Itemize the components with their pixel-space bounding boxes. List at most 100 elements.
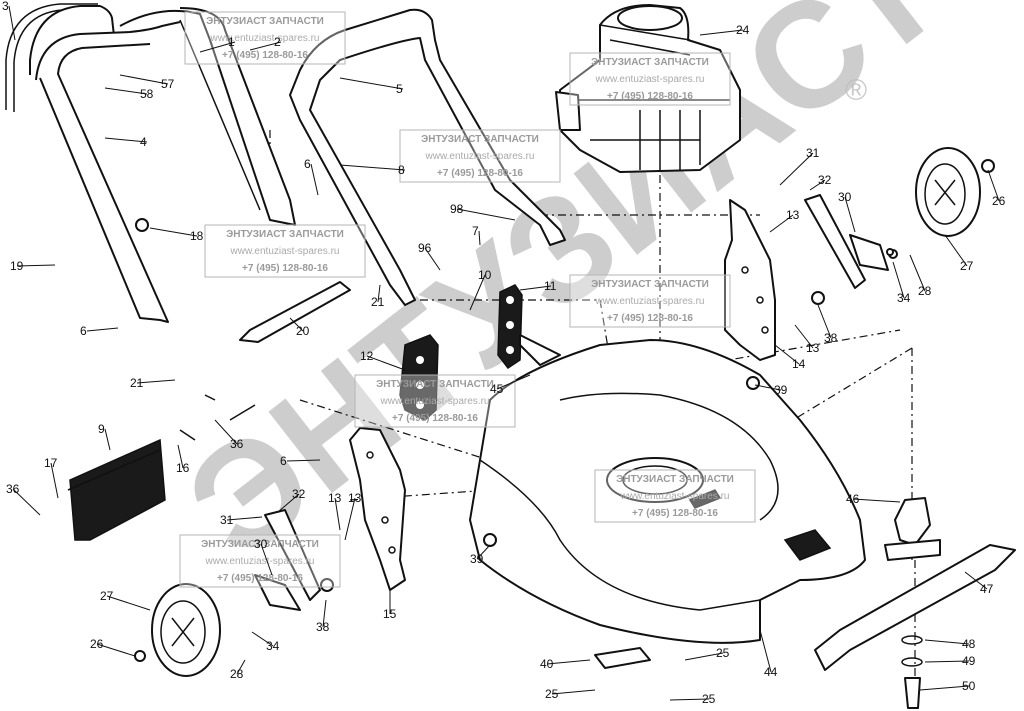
leader-line — [892, 261, 905, 299]
callout-number: 34 — [266, 639, 280, 653]
stamp-line2: www.entuziast-spares.ru — [595, 74, 705, 85]
callout-number: 27 — [960, 259, 974, 273]
leader-line — [286, 459, 321, 462]
callout-number: 47 — [980, 582, 994, 596]
callout-number: 38 — [316, 620, 330, 634]
leader-line — [844, 196, 856, 233]
leader-line — [8, 5, 16, 41]
leader-line — [546, 659, 591, 665]
leader-line — [104, 87, 148, 95]
callout-14: 14 — [774, 344, 806, 371]
front-wheel — [151, 583, 221, 677]
callout-number: 98 — [450, 202, 464, 216]
callout-number: 6 — [80, 324, 87, 338]
callout-number: 34 — [897, 291, 911, 305]
misc-parts — [179, 281, 651, 669]
leader-line — [924, 639, 970, 645]
leader-line — [809, 179, 826, 191]
callout-30: 30 — [838, 190, 856, 233]
callout-number: 13 — [806, 341, 820, 355]
stamp-line2: www.entuziast-spares.ru — [230, 246, 340, 257]
callout-number: 39 — [774, 383, 788, 397]
leader-line — [424, 247, 441, 271]
callout-number: 2 — [274, 35, 281, 49]
leader-line — [136, 379, 176, 384]
stamp-line3: +7 (495) 128-80-16 — [392, 413, 478, 424]
leader-line — [919, 685, 970, 691]
leader-line — [149, 227, 198, 237]
callout-49: 49 — [924, 654, 976, 668]
leader-line — [774, 344, 800, 365]
leader-line — [119, 74, 169, 85]
callout-13: 13 — [794, 324, 820, 355]
callout-31: 31 — [220, 513, 263, 527]
callout-4: 4 — [104, 135, 148, 149]
stamp-line2: www.entuziast-spares.ru — [595, 296, 705, 307]
stamp-line1: ЭНТУЗИАСТ ЗАПЧАСТИ — [421, 134, 539, 145]
stamp-line1: ЭНТУЗИАСТ ЗАПЧАСТИ — [616, 474, 734, 485]
wheel-arms — [254, 194, 889, 611]
callout-8: 8 — [339, 163, 406, 177]
callout-number: 38 — [824, 331, 838, 345]
watermark-stamp: ЭНТУЗИАСТ ЗАПЧАСТИ www.entuziast-spares.r… — [354, 374, 516, 428]
leader-line — [551, 689, 596, 695]
callout-number: 3 — [2, 0, 9, 13]
stamp-line2: www.entuziast-spares.ru — [425, 151, 535, 162]
blade-hardware — [814, 497, 1016, 709]
callout-10: 10 — [469, 268, 492, 311]
callout-19: 19 — [10, 259, 56, 273]
leader-line — [310, 163, 319, 196]
callout-7: 7 — [472, 224, 481, 246]
callout-27: 27 — [944, 234, 974, 273]
callout-20: 20 — [289, 317, 310, 338]
leader-line — [236, 659, 246, 675]
callout-26: 26 — [90, 637, 136, 657]
callout-40: 40 — [540, 657, 591, 671]
stamp-line1: ЭНТУЗИАСТ ЗАПЧАСТИ — [206, 16, 324, 27]
stamp-line3: +7 (495) 128-80-16 — [242, 263, 328, 274]
stamp-line3: +7 (495) 128-80-16 — [222, 50, 308, 61]
watermark-stamp: ЭНТУЗИАСТ ЗАПЧАСТИwww.entuziast-spares.r… — [204, 224, 366, 278]
stamp-line1: ЭНТУЗИАСТ ЗАПЧАСТИ — [376, 379, 494, 390]
callout-13: 13 — [344, 491, 362, 541]
watermark-stamp: ЭНТУЗИАСТ ЗАПЧАСТИwww.entuziast-spares.r… — [179, 534, 341, 588]
leader-line — [456, 208, 516, 221]
callout-number: 20 — [296, 324, 310, 338]
leader-line — [377, 284, 381, 303]
leader-line — [226, 516, 263, 521]
callout-number: 44 — [764, 665, 778, 679]
lower-handle — [289, 8, 566, 306]
height-adjuster-right — [724, 199, 776, 361]
stamp-line2: www.entuziast-spares.ru — [380, 396, 490, 407]
callout-number: 27 — [100, 589, 114, 603]
callout-number: 9 — [98, 422, 105, 436]
leader-line — [12, 488, 41, 516]
leader-line — [96, 643, 136, 657]
leader-line — [322, 599, 327, 628]
leader-line — [699, 29, 744, 36]
stamp-line2: www.entuziast-spares.ru — [620, 491, 730, 502]
callout-number: 1 — [228, 35, 235, 49]
leader-line — [199, 41, 236, 53]
callout-27: 27 — [100, 589, 151, 611]
callout-number: 10 — [478, 268, 492, 282]
callout-number: 40 — [540, 657, 554, 671]
callout-number: 24 — [736, 23, 750, 37]
callout-number: 28 — [918, 284, 932, 298]
callout-28: 28 — [230, 659, 246, 681]
callout-28: 28 — [909, 254, 932, 298]
callout-number: 58 — [140, 87, 154, 101]
stamp-line3: +7 (495) 128-80-16 — [632, 508, 718, 519]
watermark-stamp: ЭНТУЗИАСТ ЗАПЧАСТИwww.entuziast-spares.r… — [569, 52, 731, 106]
callout-number: 7 — [472, 224, 479, 238]
height-adjuster-left — [349, 427, 406, 591]
callout-number: 30 — [838, 190, 852, 204]
callout-number: 31 — [220, 513, 234, 527]
watermark-registered-mark: ® — [845, 74, 867, 107]
stamp-line3: +7 (495) 128-80-16 — [217, 573, 303, 584]
handle-brackets — [399, 284, 523, 421]
callout-36: 36 — [214, 419, 244, 451]
leader-line — [260, 543, 273, 576]
